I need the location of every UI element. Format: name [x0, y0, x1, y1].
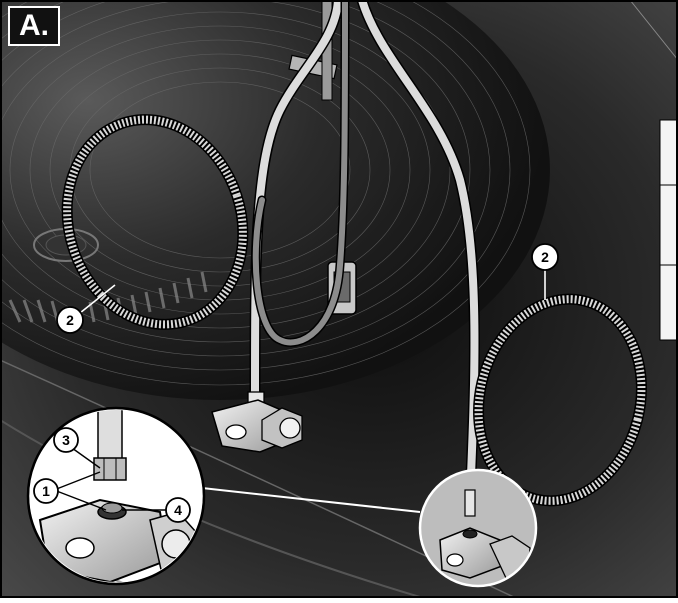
- callout-4: 4: [166, 498, 190, 522]
- callout-1: 1: [34, 479, 58, 503]
- callout-3: 3: [54, 428, 78, 452]
- svg-text:2: 2: [66, 312, 74, 328]
- callout-2-right: 2: [532, 244, 558, 270]
- svg-text:4: 4: [174, 502, 182, 518]
- callout-2-left: 2: [57, 307, 83, 333]
- svg-text:3: 3: [62, 432, 70, 448]
- svg-text:2: 2: [541, 249, 549, 265]
- svg-text:1: 1: [42, 483, 50, 499]
- panel-label: A.: [8, 6, 60, 46]
